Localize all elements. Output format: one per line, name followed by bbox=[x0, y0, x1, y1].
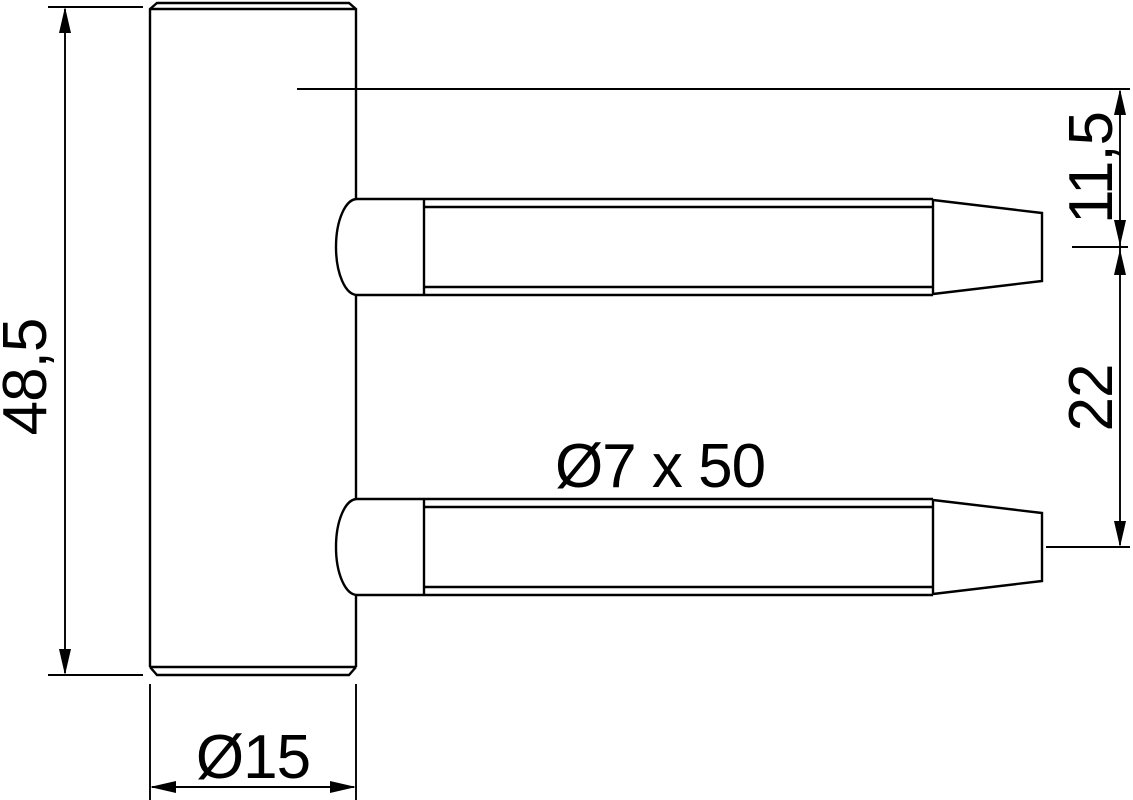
arrowhead-up-top bbox=[1114, 89, 1126, 115]
dim-label-pin-size: Ø7 x 50 bbox=[555, 432, 765, 501]
lower-pin-dome bbox=[334, 497, 358, 597]
dimension-barrel-diameter: Ø15 bbox=[149, 684, 357, 800]
arrowhead-right bbox=[330, 781, 356, 793]
lower-pin-taper-tip bbox=[932, 498, 1044, 596]
upper-pin-dome bbox=[334, 197, 358, 297]
lower-pin-thread-lines bbox=[424, 505, 933, 589]
hinge-barrel bbox=[148, 1, 358, 677]
barrel-outline-bottom bbox=[149, 666, 357, 677]
arrowhead-down bbox=[59, 649, 71, 675]
upper-pin-taper-tip bbox=[932, 198, 1044, 296]
upper-pin bbox=[334, 197, 1044, 297]
arrowhead-down-mid bbox=[1114, 220, 1126, 246]
dim-label-top-to-upper-pin: 11,5 bbox=[1057, 112, 1126, 224]
dimension-right-offsets: 11,5 22 bbox=[297, 88, 1130, 548]
arrowhead-up bbox=[59, 7, 71, 33]
dim-label-barrel-diameter: Ø15 bbox=[196, 723, 310, 792]
barrel-outline-left-top bbox=[148, 1, 358, 667]
upper-pin-body-outline bbox=[357, 197, 933, 297]
upper-pin-thread-lines bbox=[424, 205, 933, 289]
dimension-overall-height: 48,5 bbox=[0, 6, 143, 676]
lower-pin bbox=[334, 497, 1044, 597]
arrowhead-up-mid bbox=[1114, 249, 1126, 275]
lower-pin-body-outline bbox=[357, 497, 933, 597]
arrowhead-down-bottom bbox=[1114, 521, 1126, 547]
dim-label-overall-height: 48,5 bbox=[0, 319, 60, 436]
dim-label-pin-center-spacing: 22 bbox=[1057, 365, 1126, 432]
arrowhead-left bbox=[150, 781, 176, 793]
